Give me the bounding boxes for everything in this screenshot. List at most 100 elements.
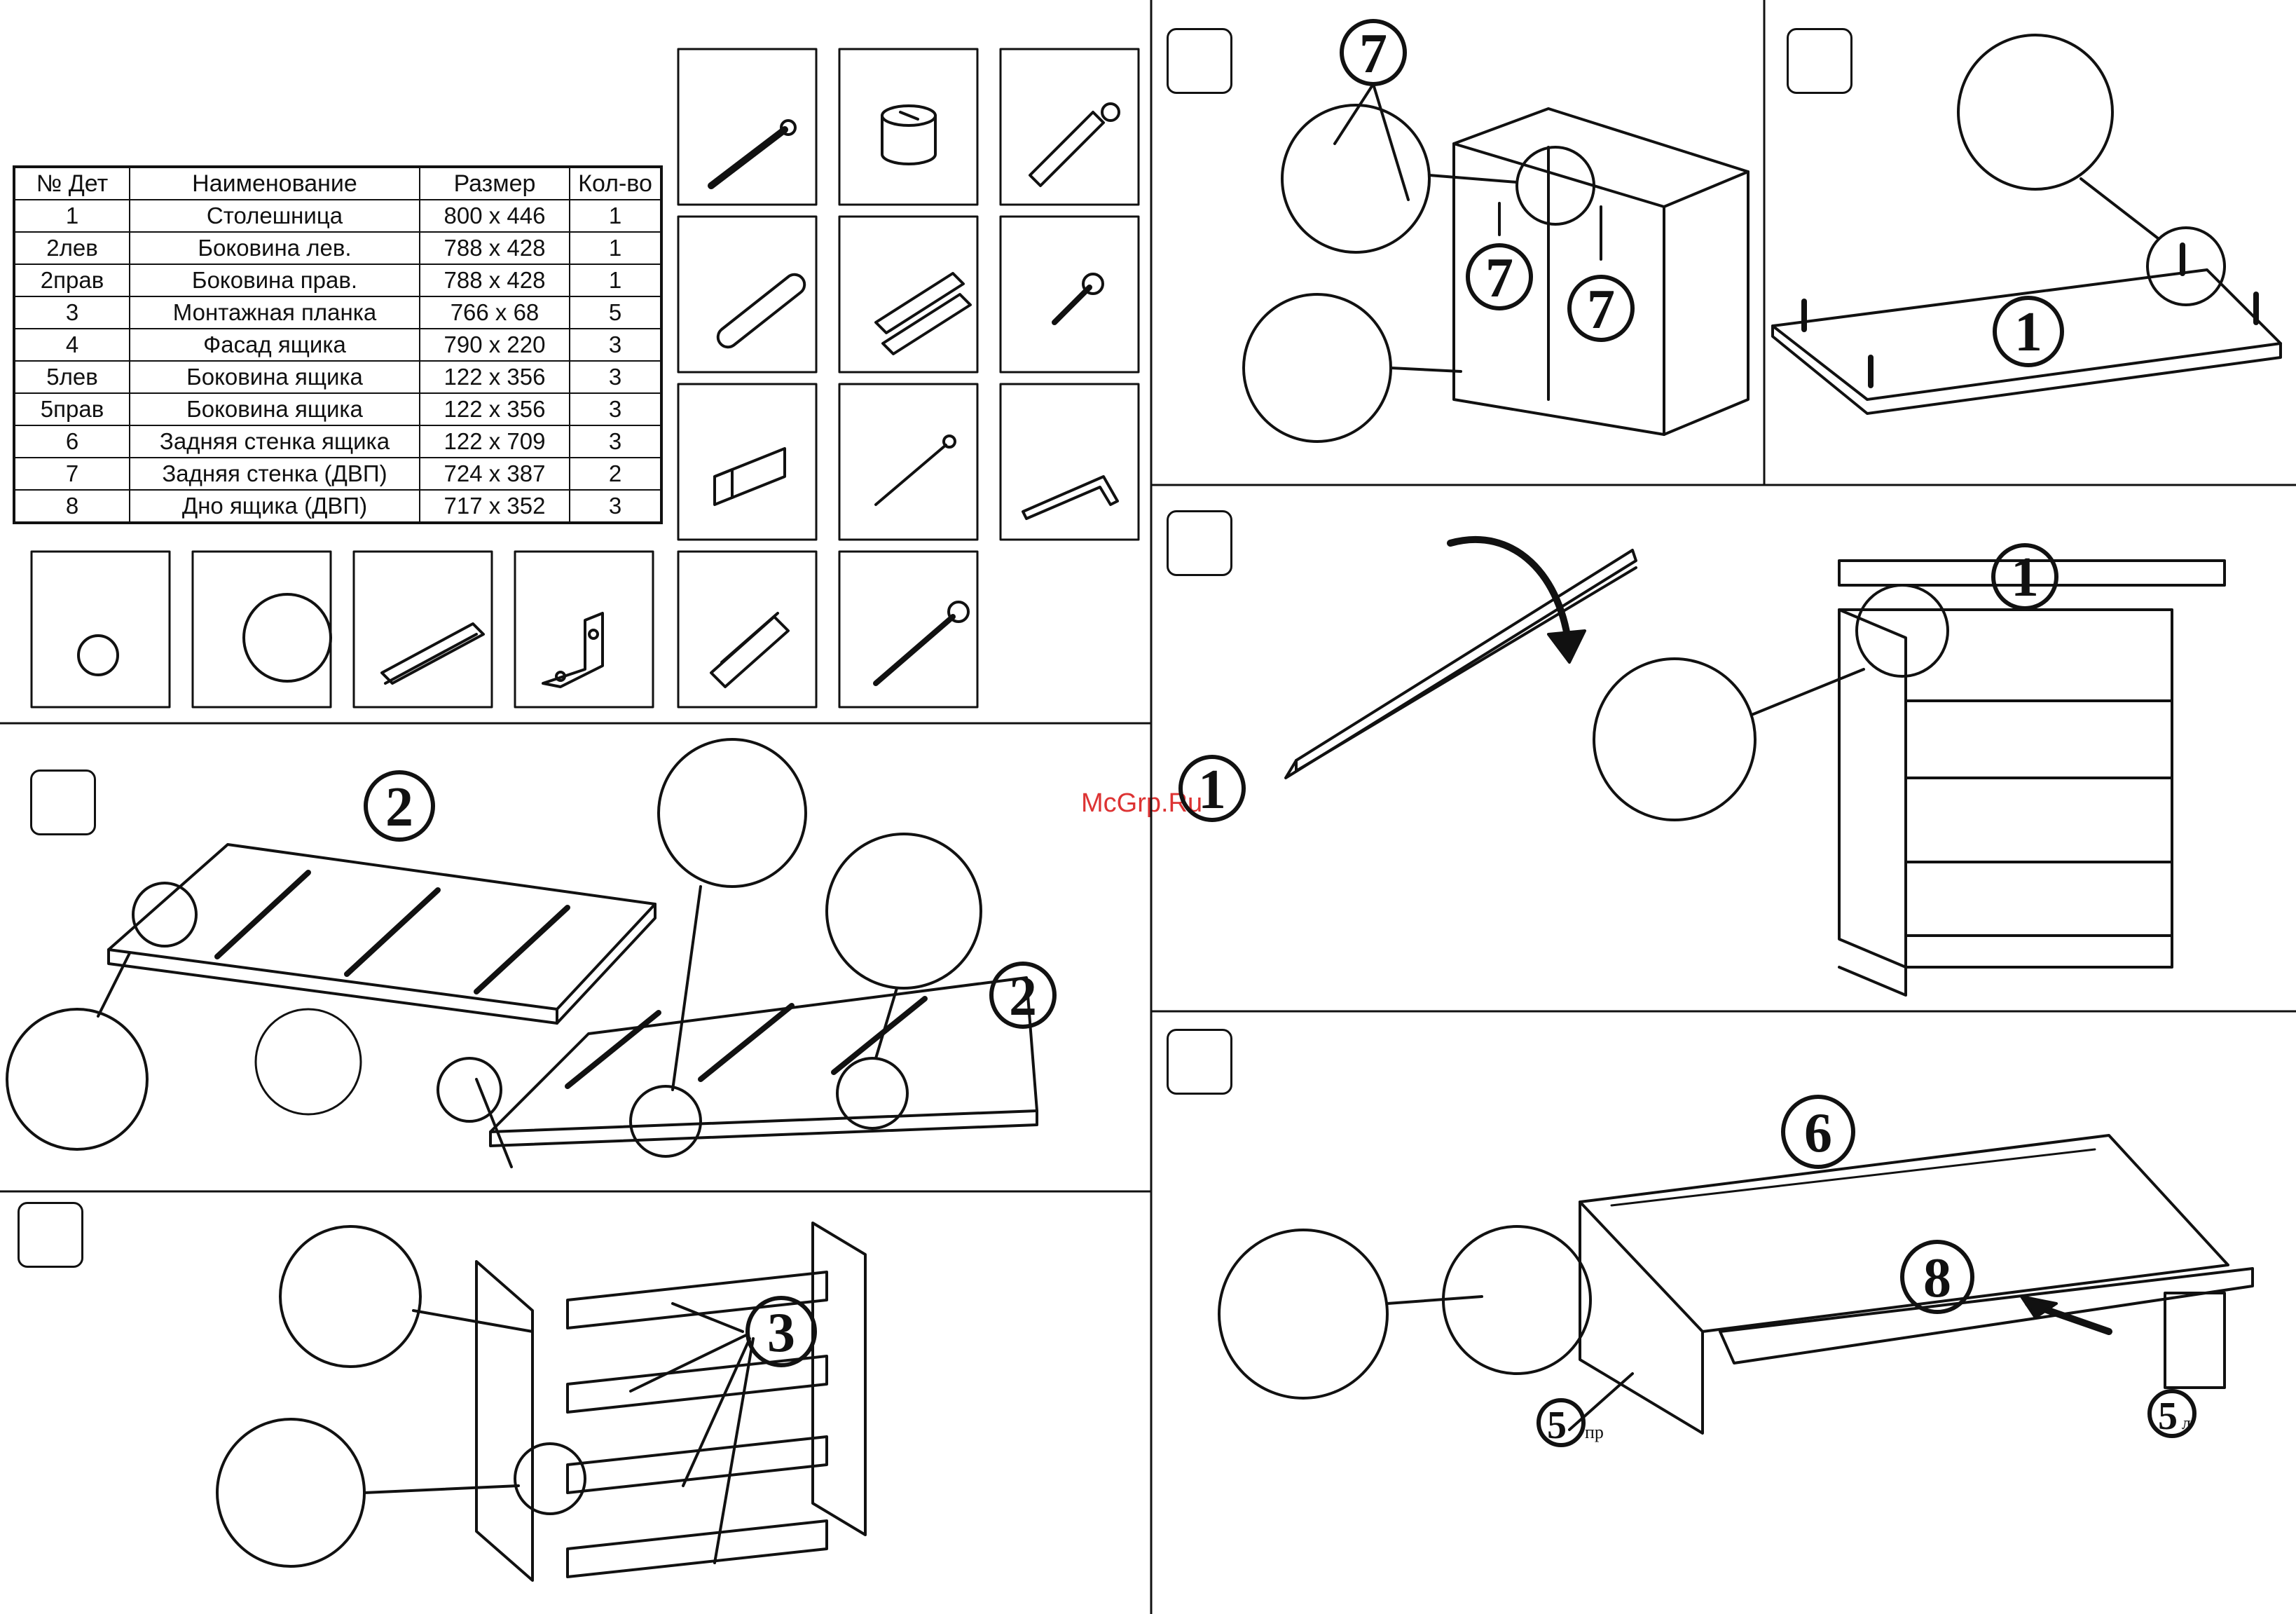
header-quantity: Кол-во xyxy=(569,166,662,200)
step7-part5pr-label: 5 xyxy=(1547,1404,1567,1447)
bracket-icon xyxy=(713,447,786,506)
step2-part-label-b: 2 xyxy=(1009,966,1037,1027)
step5-part-label: 1 xyxy=(2014,301,2042,363)
cell-size: 717 х 352 xyxy=(419,489,570,524)
step7-part8-label: 8 xyxy=(1923,1247,1951,1309)
step6-part-label-b: 1 xyxy=(2011,547,2039,608)
short-screw-icon xyxy=(1052,273,1104,325)
cell-quantity: 3 xyxy=(569,392,662,426)
cell-name: Боковина ящика xyxy=(129,360,420,394)
small-knob-icon xyxy=(77,634,119,676)
step7-part5pr-sub: пр xyxy=(1585,1422,1604,1442)
cell-part-number: 5лев xyxy=(13,360,130,394)
cell-name: Задняя стенка (ДВП) xyxy=(129,457,420,491)
step3-part-label: 3 xyxy=(767,1302,795,1364)
corner-bracket-icon xyxy=(542,612,604,688)
connector-bolt-icon xyxy=(1029,102,1120,187)
cell-name: Монтажная планка xyxy=(129,296,420,329)
step4-part-label-a: 7 xyxy=(1359,23,1387,85)
cell-name: Дно ящика (ДВП) xyxy=(129,489,420,524)
cell-size: 122 х 709 xyxy=(419,425,570,458)
long-screw-icon xyxy=(873,601,970,686)
step-box-6 xyxy=(1167,510,1232,576)
step7-part5l-label: 5 xyxy=(2158,1395,2178,1438)
edge-profile-icon xyxy=(380,622,485,685)
step4-part-label-b: 7 xyxy=(1485,247,1513,309)
cell-quantity: 3 xyxy=(569,360,662,394)
step-box-7 xyxy=(1167,1029,1232,1095)
screw-icon xyxy=(708,119,797,189)
cell-size: 788 х 428 xyxy=(419,264,570,297)
cell-part-number: 7 xyxy=(13,457,130,491)
cell-quantity: 1 xyxy=(569,199,662,233)
hex-key-icon xyxy=(1022,475,1119,520)
large-knob-icon xyxy=(242,593,332,683)
wooden-dowel-icon xyxy=(716,273,806,349)
cell-part-number: 4 xyxy=(13,328,130,362)
cell-part-number: 6 xyxy=(13,425,130,458)
header-name: Наименование xyxy=(129,166,420,200)
cell-size: 790 х 220 xyxy=(419,328,570,362)
cell-part-number: 1 xyxy=(13,199,130,233)
cell-size: 122 х 356 xyxy=(419,360,570,394)
header-part-number: № Дет xyxy=(13,166,130,200)
cell-quantity: 2 xyxy=(569,457,662,491)
cell-name: Столешница xyxy=(129,199,420,233)
step3-illustration: 3 xyxy=(216,1222,867,1582)
cell-name: Боковина ящика xyxy=(129,392,420,426)
cell-quantity: 3 xyxy=(569,425,662,458)
cell-size: 766 х 68 xyxy=(419,296,570,329)
cell-quantity: 1 xyxy=(569,231,662,265)
step5-illustration: 1 xyxy=(1771,34,2282,415)
step4-part-label-c: 7 xyxy=(1587,279,1615,341)
cell-size: 788 х 428 xyxy=(419,231,570,265)
step2-part-label-a: 2 xyxy=(385,777,413,838)
drawer-slide-icon xyxy=(874,272,972,355)
cell-part-number: 5прав xyxy=(13,392,130,426)
cam-lock-icon xyxy=(881,104,937,165)
cell-size: 724 х 387 xyxy=(419,457,570,491)
parts-table-header: № Дет Наименование Размер Кол-во xyxy=(13,166,662,200)
step-box-3 xyxy=(18,1202,83,1268)
cell-part-number: 3 xyxy=(13,296,130,329)
cell-size: 122 х 356 xyxy=(419,392,570,426)
cell-part-number: 2лев xyxy=(13,231,130,265)
step7-illustration: 6 8 5 пр 5 л xyxy=(1218,1095,2254,1447)
header-size: Размер xyxy=(419,166,570,200)
step6-part-label-a: 1 xyxy=(1198,759,1226,821)
cell-size: 800 х 446 xyxy=(419,199,570,233)
cell-quantity: 3 xyxy=(569,489,662,524)
cell-quantity: 1 xyxy=(569,264,662,297)
cell-name: Задняя стенка ящика xyxy=(129,425,420,458)
cell-part-number: 2прав xyxy=(13,264,130,297)
step-box-2 xyxy=(30,770,96,835)
step-box-5 xyxy=(1787,28,1852,94)
cell-quantity: 3 xyxy=(569,328,662,362)
step7-part6-label: 6 xyxy=(1804,1102,1832,1164)
cell-part-number: 8 xyxy=(13,489,130,524)
step7-part5l-sub: л xyxy=(2182,1413,2191,1433)
cell-name: Фасад ящика xyxy=(129,328,420,362)
step4-illustration: 7 7 7 xyxy=(1242,19,1750,443)
cell-name: Боковина лев. xyxy=(129,231,420,265)
step-box-4 xyxy=(1167,28,1232,94)
cell-name: Боковина прав. xyxy=(129,264,420,297)
cell-quantity: 5 xyxy=(569,296,662,329)
nail-icon xyxy=(874,435,956,506)
step6-illustration: 1 1 xyxy=(1178,536,2226,997)
step2-illustration: 2 2 xyxy=(6,738,1057,1168)
hardware-grid xyxy=(30,48,1140,709)
